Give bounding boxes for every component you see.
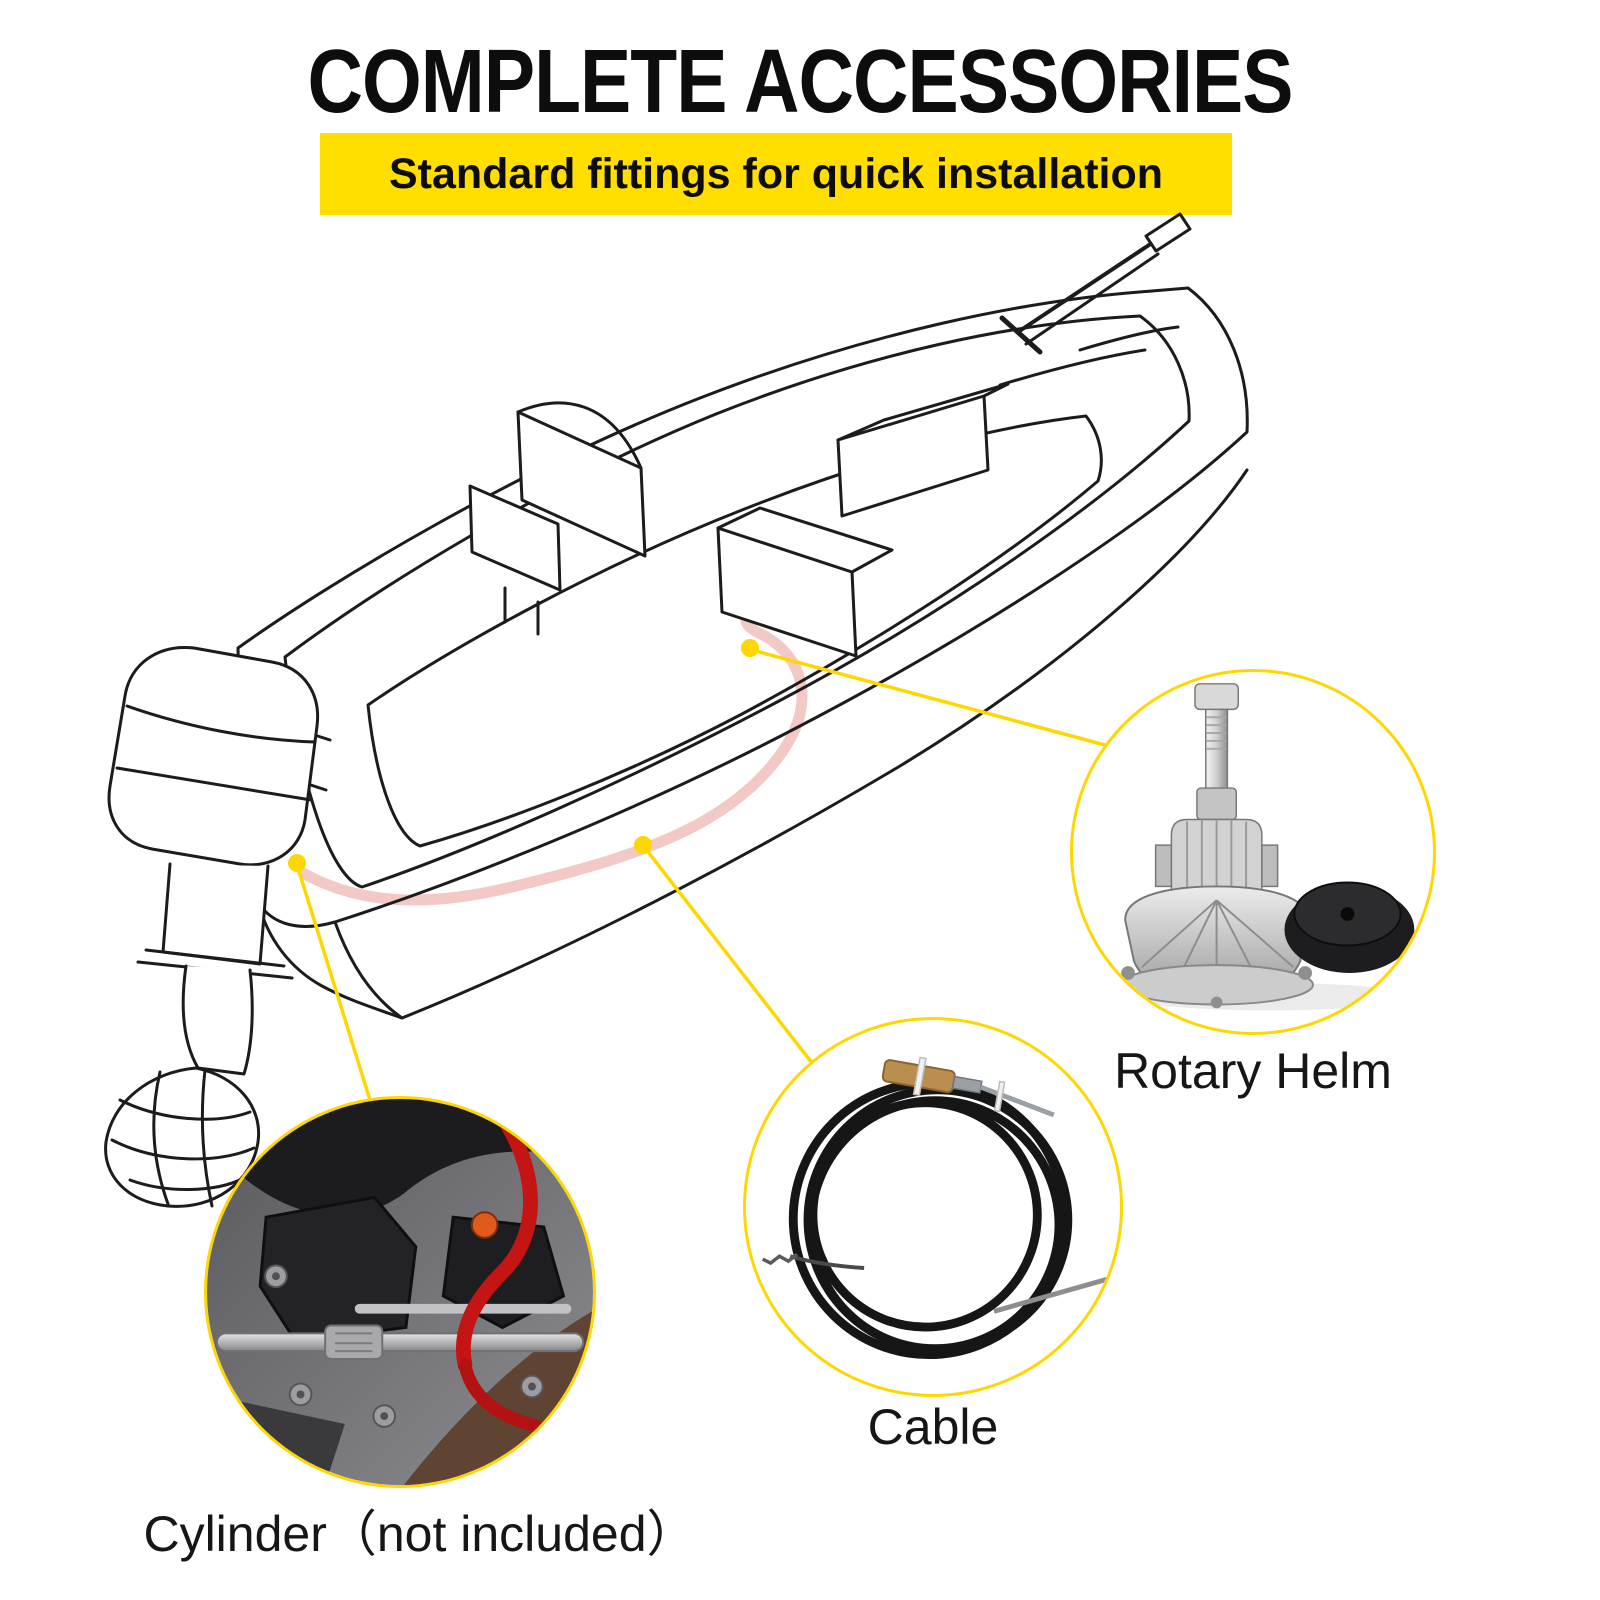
boat-illustration bbox=[104, 212, 1249, 1208]
cable-image bbox=[761, 1056, 1113, 1360]
cable-callout bbox=[743, 1017, 1123, 1397]
rotary-helm-image bbox=[1119, 683, 1415, 1011]
rotary-helm-callout bbox=[1070, 669, 1436, 1035]
cylinder-label: Cylinder（not included） bbox=[143, 1506, 697, 1562]
page-title-text: COMPLETE ACCESSORIES bbox=[307, 31, 1293, 132]
callout-dot-cable bbox=[634, 836, 652, 854]
callout-line-helm bbox=[751, 648, 1106, 747]
cable-route-line bbox=[297, 610, 808, 906]
page-title: COMPLETE ACCESSORIES bbox=[0, 32, 1600, 132]
callout-dot-helm bbox=[741, 639, 759, 657]
subtitle-text: Standard fittings for quick installation bbox=[388, 149, 1164, 198]
callout-line-cable bbox=[643, 846, 814, 1065]
cable-label: Cable bbox=[867, 1399, 999, 1455]
callout-dot-cylinder bbox=[288, 854, 306, 872]
cylinder-image bbox=[207, 1099, 593, 1485]
rotary-helm-label: Rotary Helm bbox=[1114, 1043, 1392, 1099]
subtitle-banner: Standard fittings for quick installation bbox=[320, 133, 1232, 215]
callout-line-cylinder bbox=[296, 867, 372, 1101]
cylinder-callout bbox=[204, 1096, 596, 1488]
